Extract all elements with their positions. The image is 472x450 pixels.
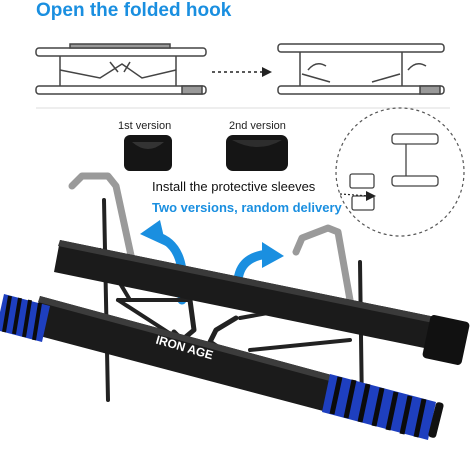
version-label-first: 1st version bbox=[118, 120, 172, 132]
sleeve-2nd-version bbox=[226, 135, 288, 171]
heading: Open the folded hook bbox=[36, 0, 232, 21]
folded-schematic bbox=[35, 43, 207, 95]
install-text: Install the protective sleeves bbox=[152, 179, 316, 194]
back-bar bbox=[54, 240, 470, 365]
grip-right bbox=[322, 374, 444, 440]
ghost-hooks bbox=[68, 172, 354, 304]
detail-circle bbox=[335, 107, 465, 237]
opened-schematic bbox=[277, 43, 445, 95]
arrow-left-head bbox=[140, 220, 166, 246]
sleeve-1st-version bbox=[124, 135, 172, 171]
front-bar bbox=[32, 296, 350, 416]
transition-arrow bbox=[212, 67, 272, 77]
delivery-text: Two versions, random delivery bbox=[152, 200, 342, 215]
grip-left bbox=[0, 294, 50, 342]
version-label-second: 2nd version bbox=[229, 120, 286, 132]
arrow-right-head bbox=[262, 242, 284, 268]
